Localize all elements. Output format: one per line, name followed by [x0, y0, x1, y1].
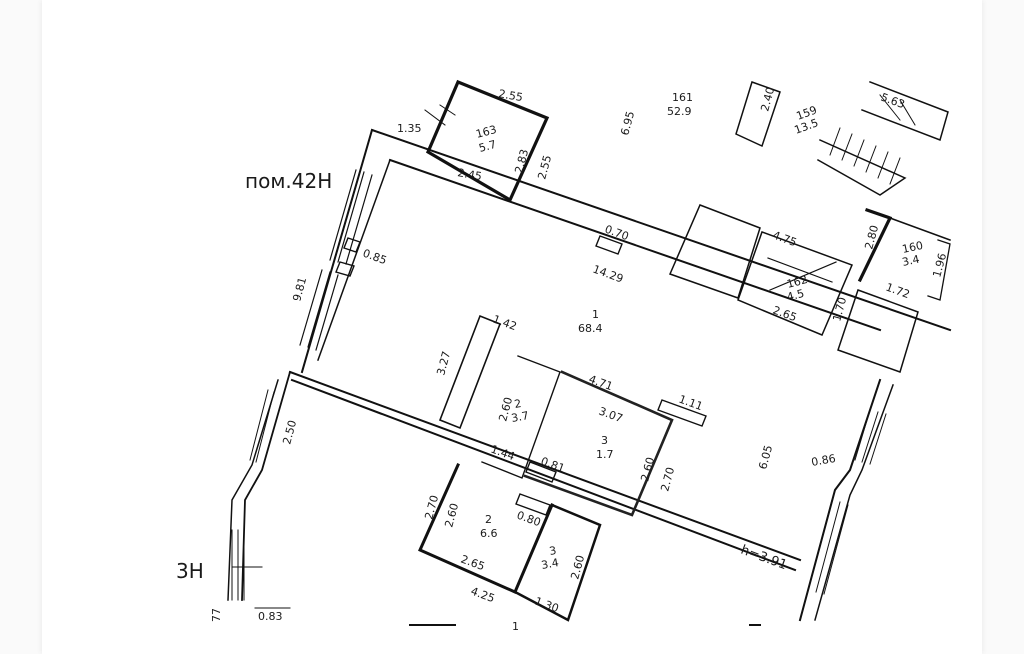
room-area: 52.9 — [667, 105, 692, 118]
dimension-label: 0.85 — [361, 247, 388, 268]
dimension-label: 0.70 — [603, 223, 630, 244]
dimension-label: 1.30 — [533, 595, 560, 616]
dimension-label: 2.55 — [535, 154, 554, 181]
room-number: 163 — [474, 123, 498, 141]
room-area: 1.7 — [596, 448, 614, 461]
room-area: 4.5 — [785, 287, 805, 304]
dimension-label: 2.70 — [658, 466, 677, 493]
room-area: 68.4 — [578, 322, 603, 335]
room-number: 3 — [548, 544, 557, 558]
dimension-label: 0.83 — [258, 610, 283, 623]
room-number: 161 — [672, 91, 693, 104]
room-area: 6.6 — [480, 527, 498, 540]
room-labels: 1 68.4 2 3.7 3 1.7 2 6.6 3 3.4 161 52.9 … — [474, 91, 924, 572]
dimension-label: 2.83 — [512, 148, 531, 175]
dimension-label: 2.50 — [280, 419, 299, 446]
room-area: 3.4 — [540, 556, 559, 572]
room-area: 5.7 — [477, 138, 497, 155]
dimension-label: 2.70 — [422, 494, 441, 521]
room-area: 3.7 — [510, 409, 529, 425]
room-number: 2 — [513, 397, 522, 411]
room-number: 2 — [485, 513, 492, 526]
dimension-label: 0.81 — [539, 455, 566, 476]
dimension-label: 1.96 — [930, 252, 949, 279]
dimension-label: 1.72 — [884, 281, 911, 302]
room-number: 3 — [601, 434, 608, 447]
dimension-label: 9.81 — [290, 276, 309, 303]
dimension-label: 6.05 — [756, 444, 775, 471]
dimension-label: 1.35 — [397, 122, 422, 135]
dimension-label: 2.80 — [862, 224, 881, 251]
dimension-label: 14.29 — [591, 263, 625, 286]
room-number: 162 — [785, 273, 809, 291]
dimension-label: 4.25 — [469, 585, 496, 606]
room-number: 160 — [901, 239, 924, 256]
dimension-label: 3.27 — [434, 350, 453, 377]
dimension-label: 2.45 — [456, 166, 482, 183]
dimension-label: 2.55 — [497, 87, 523, 104]
dimension-label: 1.70 — [830, 296, 849, 323]
dimension-label: 2.65 — [771, 304, 798, 325]
section-label: 3Н — [176, 559, 204, 583]
dimension-label: 3.07 — [597, 405, 624, 426]
dimension-label: 2.60 — [442, 502, 461, 529]
dimension-label: 2.60 — [638, 456, 657, 483]
dimension-labels: 2.55 1.35 2.45 2.83 2.55 6.95 2.40 5.63 … — [210, 86, 949, 633]
room-number: 1 — [592, 308, 599, 321]
apartment-label: пом.42Н — [245, 169, 332, 193]
room-area: 3.4 — [901, 253, 921, 269]
apartment-label-group: пом.42Н 3Н h=3.91 — [176, 169, 789, 583]
dimension-label: 77 — [210, 608, 223, 622]
dimension-label: 4.75 — [771, 229, 798, 250]
dimension-label: 1 — [512, 620, 519, 633]
room-area: 13.5 — [793, 116, 820, 137]
wall-lines — [227, 79, 952, 626]
dimension-label: 2.40 — [758, 86, 777, 113]
dimension-label: 0.86 — [810, 452, 836, 469]
dimension-label: 1.42 — [491, 313, 518, 334]
dimension-label: 2.60 — [568, 554, 587, 581]
dimension-label: 6.95 — [618, 110, 637, 137]
dimension-label: 2.60 — [496, 396, 515, 423]
